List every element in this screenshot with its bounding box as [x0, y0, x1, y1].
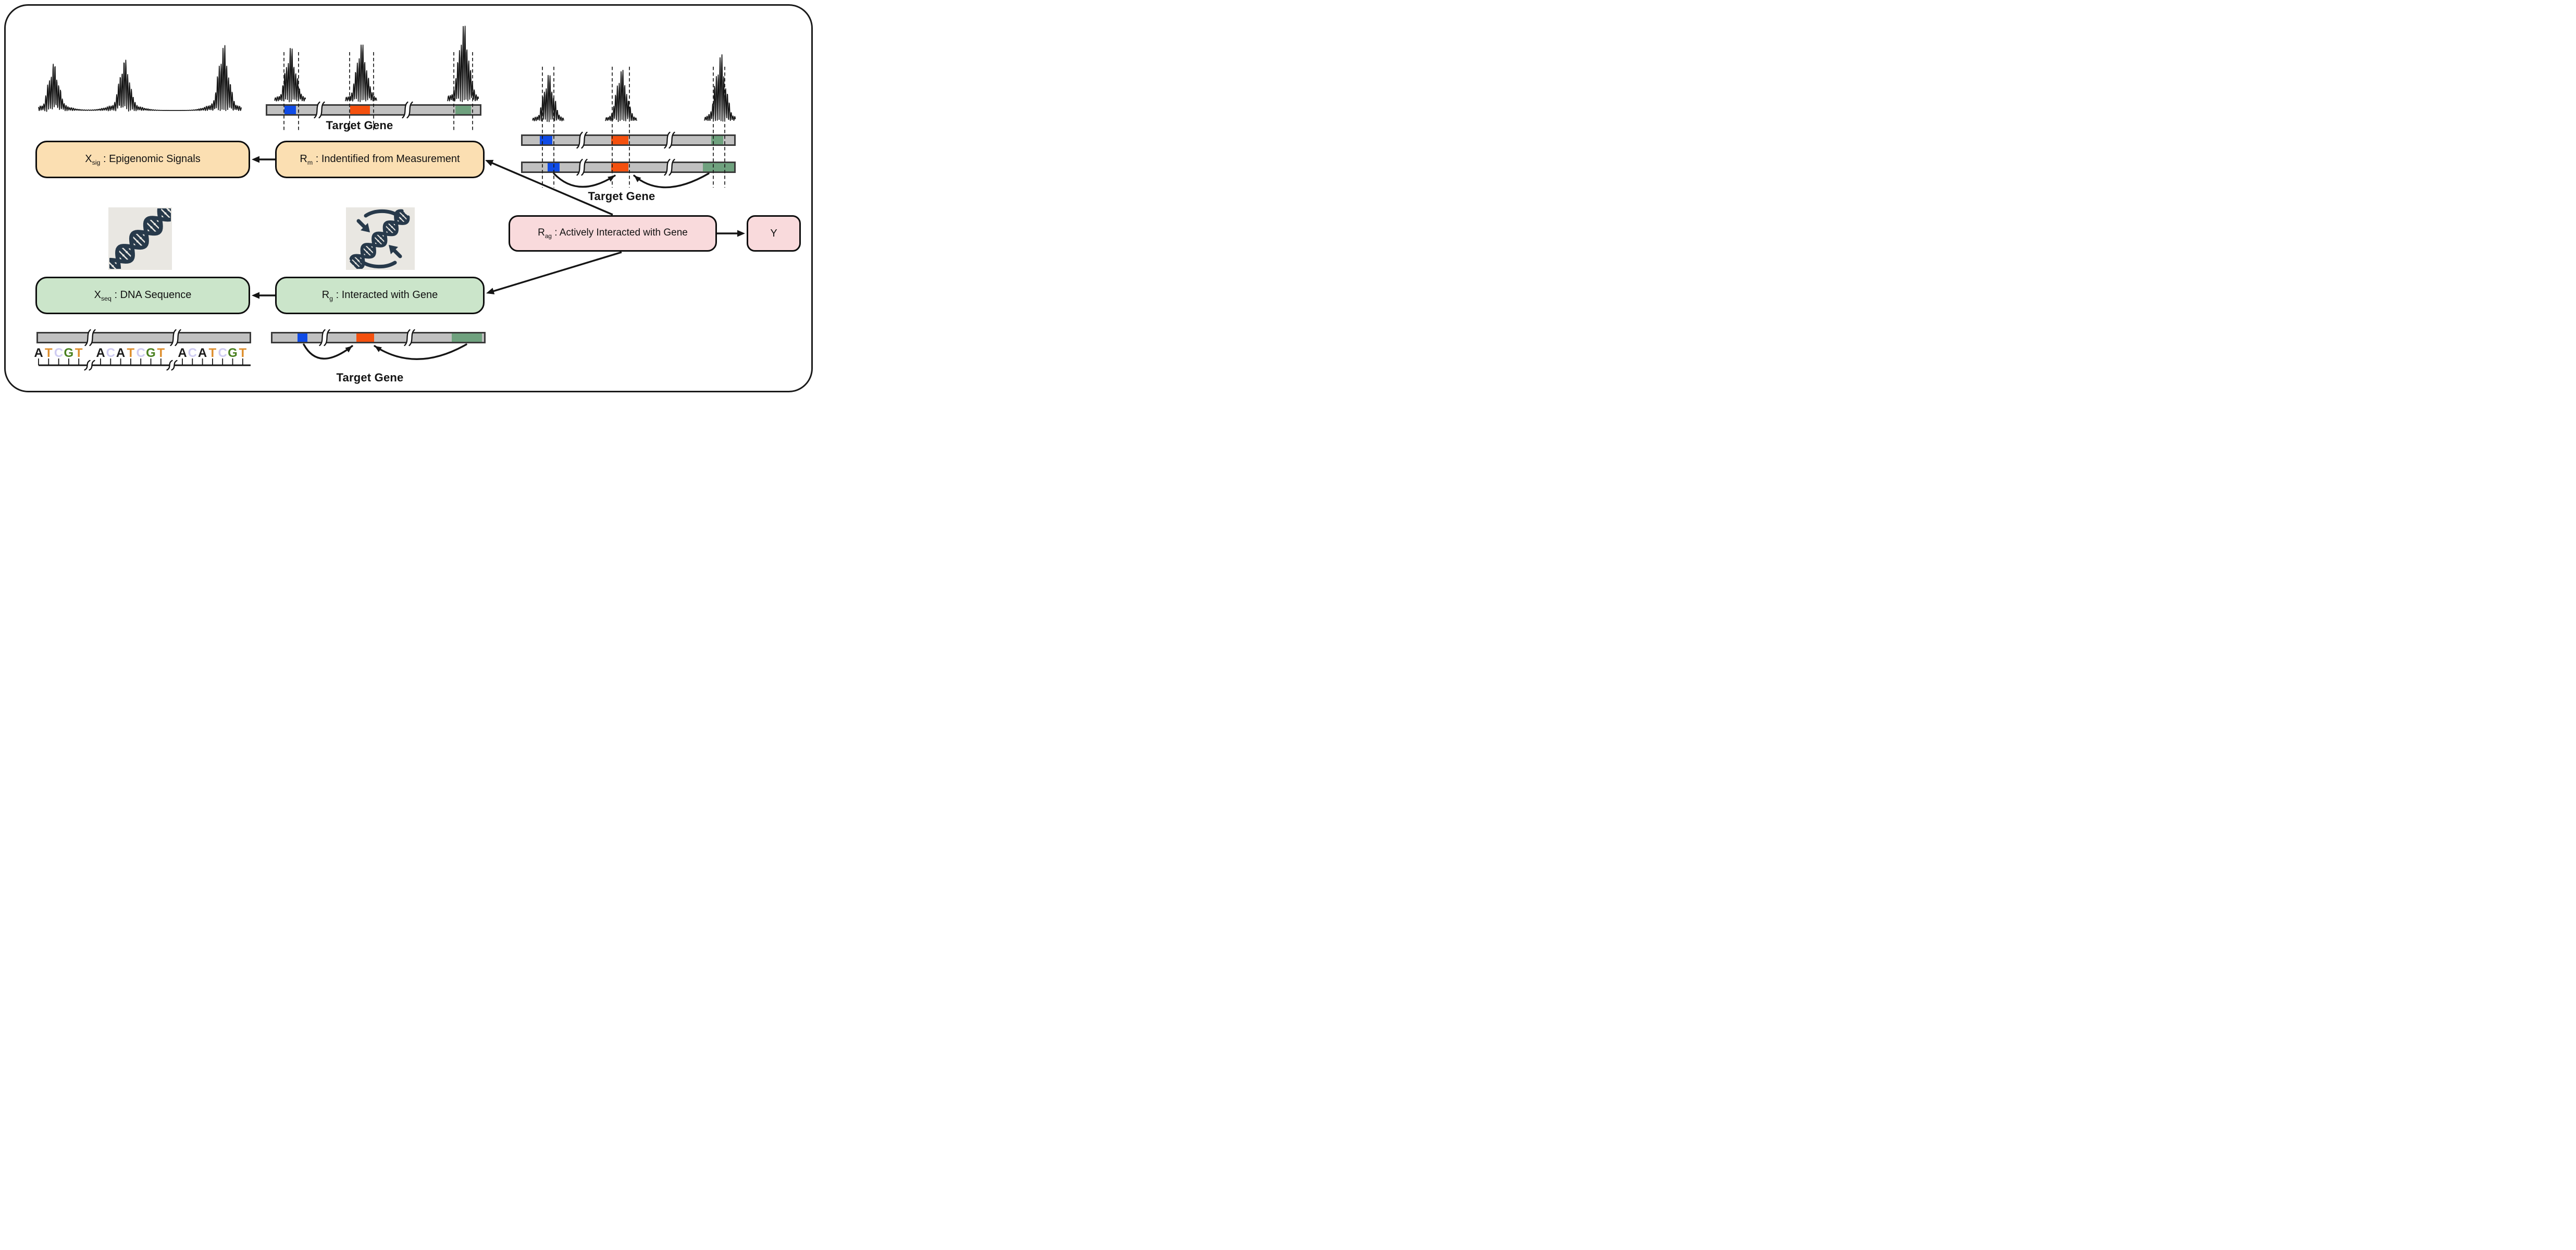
sequence-letter: T — [239, 346, 247, 360]
genome-track-measured — [266, 104, 481, 116]
sequence-letter: T — [157, 346, 165, 360]
y-output-label: Y — [770, 227, 777, 239]
sequence-letter: A — [178, 346, 187, 360]
enhancer-segment-green — [711, 136, 723, 144]
x-sig-label: Xsig : Epigenomic Signals — [85, 153, 201, 166]
sequence-letter: G — [146, 346, 156, 360]
sequence-letter: C — [136, 346, 145, 360]
sequence-letter: A — [116, 346, 126, 360]
y-output-box: Y — [747, 215, 801, 252]
enhancer-segment-green — [452, 333, 482, 342]
sequence-letter: C — [218, 346, 227, 360]
enhancer-segment-blue — [298, 333, 307, 342]
sequence-letter: A — [96, 346, 105, 360]
sequence-letter: T — [127, 346, 135, 360]
r-g-label: Rg : Interacted with Gene — [321, 289, 438, 302]
dna-helix-icon — [108, 207, 172, 270]
target-gene-segment-orange — [611, 163, 628, 171]
enhancer-segment-blue — [284, 106, 296, 114]
figure-frame — [4, 4, 813, 392]
dna-interaction-icon — [346, 207, 415, 270]
enhancer-segment-blue — [540, 136, 552, 144]
sequence-letter: T — [208, 346, 217, 360]
sequence-letter: G — [228, 346, 238, 360]
enhancer-segment-green — [455, 106, 471, 114]
r-ag-label: Rag : Actively Interacted with Gene — [538, 227, 688, 240]
sequence-letter: C — [106, 346, 115, 360]
x-seq-box: Xseq : DNA Sequence — [35, 277, 250, 314]
genome-track-lower-right — [521, 162, 736, 173]
r-m-box: Rm : Indentified from Measurement — [275, 141, 485, 178]
enhancer-segment-blue — [548, 163, 560, 171]
target-gene-label-right: Target Gene — [588, 190, 655, 203]
genome-track-upper-right — [521, 134, 736, 146]
r-m-label: Rm : Indentified from Measurement — [300, 153, 460, 166]
sequence-letter: T — [75, 346, 83, 360]
genome-track-interactions — [271, 332, 486, 343]
target-gene-segment-orange — [356, 333, 374, 342]
sequence-letter: C — [188, 346, 197, 360]
figure-canvas: Xsig : Epigenomic Signals Rm : Indentifi… — [0, 0, 817, 397]
sequence-letter: A — [197, 346, 207, 360]
target-gene-segment-orange — [611, 136, 628, 144]
enhancer-segment-green — [703, 163, 734, 171]
x-sig-box: Xsig : Epigenomic Signals — [35, 141, 250, 178]
target-gene-label-top: Target Gene — [326, 119, 393, 132]
r-g-box: Rg : Interacted with Gene — [275, 277, 485, 314]
sequence-letter: A — [34, 346, 43, 360]
target-gene-label-bottom: Target Gene — [336, 371, 404, 384]
sequence-letter: G — [64, 346, 74, 360]
x-seq-label: Xseq : DNA Sequence — [94, 289, 192, 302]
sequence-letter: T — [44, 346, 53, 360]
genome-track-sequence — [36, 332, 251, 343]
sequence-letter: C — [54, 346, 64, 360]
target-gene-segment-orange — [350, 106, 370, 114]
r-ag-box: Rag : Actively Interacted with Gene — [509, 215, 717, 252]
